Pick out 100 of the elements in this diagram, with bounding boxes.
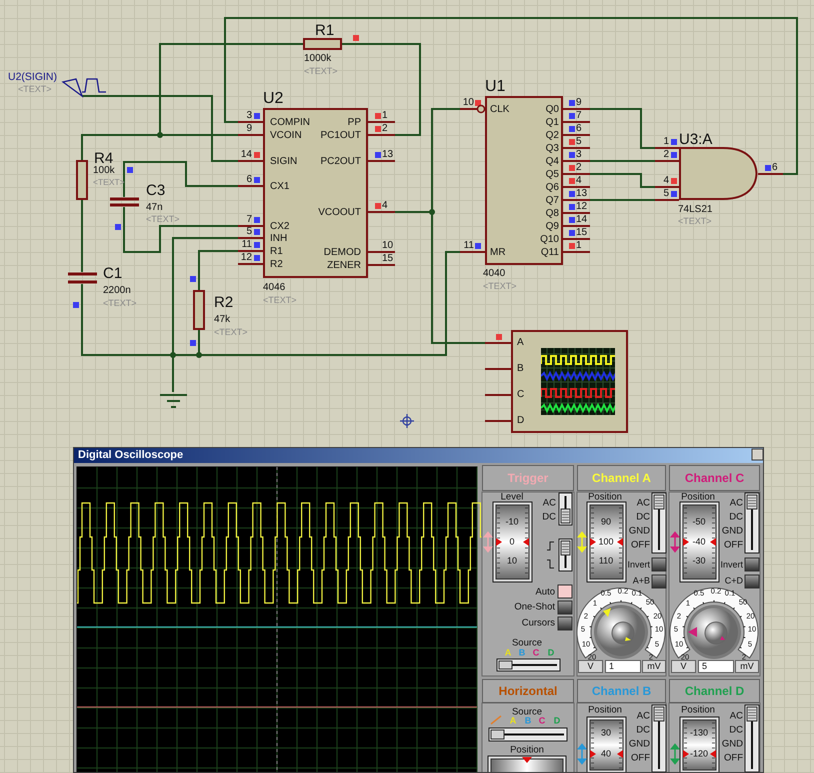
component-value: 100k xyxy=(93,166,115,176)
control-label: DC xyxy=(542,512,556,522)
pin-name: ZENER xyxy=(327,261,361,271)
pin-label: B xyxy=(517,364,524,374)
control-label: AC xyxy=(636,711,650,721)
control-label: Source xyxy=(512,638,542,648)
component-label: U2(SIGIN) xyxy=(8,72,58,82)
control-label: A+B xyxy=(632,576,650,586)
pin-number: 4 xyxy=(576,176,582,186)
control-label: AC xyxy=(730,711,743,721)
pin-number: 1 xyxy=(382,111,388,121)
source-letter: B xyxy=(524,716,532,726)
pin-number: 12 xyxy=(240,253,252,263)
source-letter: B xyxy=(518,648,526,658)
pin-name: PC1OUT xyxy=(320,131,361,141)
control-label: Position xyxy=(681,705,715,715)
scale-number: 0 xyxy=(510,538,514,546)
scale-number: 90 xyxy=(601,518,611,526)
pin-number: 14 xyxy=(240,150,252,160)
pin-number: 6 xyxy=(246,175,252,185)
source-letter: D xyxy=(548,648,554,658)
pin-name: Q1 xyxy=(546,118,559,128)
scale-number: -50 xyxy=(692,518,706,526)
pin-number: 11 xyxy=(464,241,474,251)
pin-number: 2 xyxy=(663,150,669,160)
scale-number: 10 xyxy=(507,556,517,566)
pin-number: 5 xyxy=(246,227,252,237)
control-label: Position xyxy=(588,492,622,502)
wire xyxy=(81,200,83,272)
control-label: OFF xyxy=(724,540,743,550)
control-label: GND xyxy=(628,526,650,536)
pin-name: Q3 xyxy=(546,144,559,154)
unit-label: V xyxy=(671,660,696,673)
component-label: R1 xyxy=(315,23,334,38)
pin-name: Q8 xyxy=(546,209,559,219)
pin-number: 5 xyxy=(663,189,669,199)
scale-number: -120 xyxy=(690,750,708,758)
wire xyxy=(82,95,238,162)
component-label: R4 xyxy=(94,151,114,166)
window-title: Digital Oscilloscope xyxy=(74,448,763,463)
pin-number: 7 xyxy=(576,111,582,121)
pin-number: 4 xyxy=(382,201,388,211)
control-label: C+D xyxy=(724,576,743,586)
pin-name: SIGIN xyxy=(270,157,298,167)
pin-name: R1 xyxy=(270,247,283,257)
pin-name: R2 xyxy=(270,260,283,270)
pin-name: COMPIN xyxy=(270,118,310,128)
component-label: U3:A xyxy=(679,132,712,147)
control-label: DC xyxy=(636,512,650,522)
pin-name: CX2 xyxy=(270,222,290,232)
component-value: 4040 xyxy=(483,269,506,279)
section-header: Channel D xyxy=(669,679,760,703)
control-label: AC xyxy=(636,498,650,508)
pin-number: 3 xyxy=(576,150,582,160)
pin-number: 9 xyxy=(246,124,252,134)
pin-number: 12 xyxy=(576,202,588,212)
pin-name: Q5 xyxy=(546,170,559,180)
control-label: DC xyxy=(729,512,743,522)
control-label: AC xyxy=(730,498,743,508)
wire xyxy=(342,43,421,136)
pin-name: VCOIN xyxy=(270,131,302,141)
scale-number: -10 xyxy=(506,518,518,526)
pin-name: PC2OUT xyxy=(320,157,361,167)
input-field: 1 xyxy=(605,660,641,673)
pin-name: CX1 xyxy=(270,182,290,192)
control-label: AC xyxy=(542,498,556,508)
pin-number: 13 xyxy=(382,150,394,160)
signal-generator xyxy=(6,70,107,96)
pin-number: 2 xyxy=(382,124,388,134)
placeholder-text: <TEXT> xyxy=(214,328,248,337)
pin-number: 1 xyxy=(663,137,669,147)
pin-number: 10 xyxy=(382,241,394,251)
pin-name: Q10 xyxy=(540,235,559,245)
section-header: Trigger xyxy=(482,465,574,491)
placeholder-text: <TEXT> xyxy=(678,217,712,226)
component-value: 47n xyxy=(146,203,163,213)
pin-number: 13 xyxy=(576,189,588,199)
ground-symbol xyxy=(160,392,187,410)
control-label: Invert xyxy=(720,560,743,570)
wire xyxy=(590,160,655,162)
pin-name: MR xyxy=(490,248,506,258)
control-label: Position xyxy=(588,705,622,715)
pin-name: Q11 xyxy=(540,248,559,258)
source-letter: D xyxy=(554,716,560,726)
pin-label: D xyxy=(517,416,524,426)
scale-number: 110 xyxy=(598,556,614,566)
component-value: 4046 xyxy=(263,283,286,293)
pin-name: PP xyxy=(348,118,361,128)
pin-name: Q0 xyxy=(546,105,559,115)
component-value: 1000k xyxy=(304,54,332,64)
pin-name: CLK xyxy=(490,105,510,115)
source-letter: A xyxy=(504,648,512,658)
placeholder-text: <TEXT> xyxy=(263,296,297,305)
pin-number: 15 xyxy=(576,228,588,238)
wire xyxy=(590,108,655,149)
pin-number: 11 xyxy=(242,240,252,250)
control-label: GND xyxy=(628,739,650,749)
scale-number: -30 xyxy=(692,556,706,566)
input-field: 5 xyxy=(698,660,734,673)
control-label: Source xyxy=(512,707,542,717)
